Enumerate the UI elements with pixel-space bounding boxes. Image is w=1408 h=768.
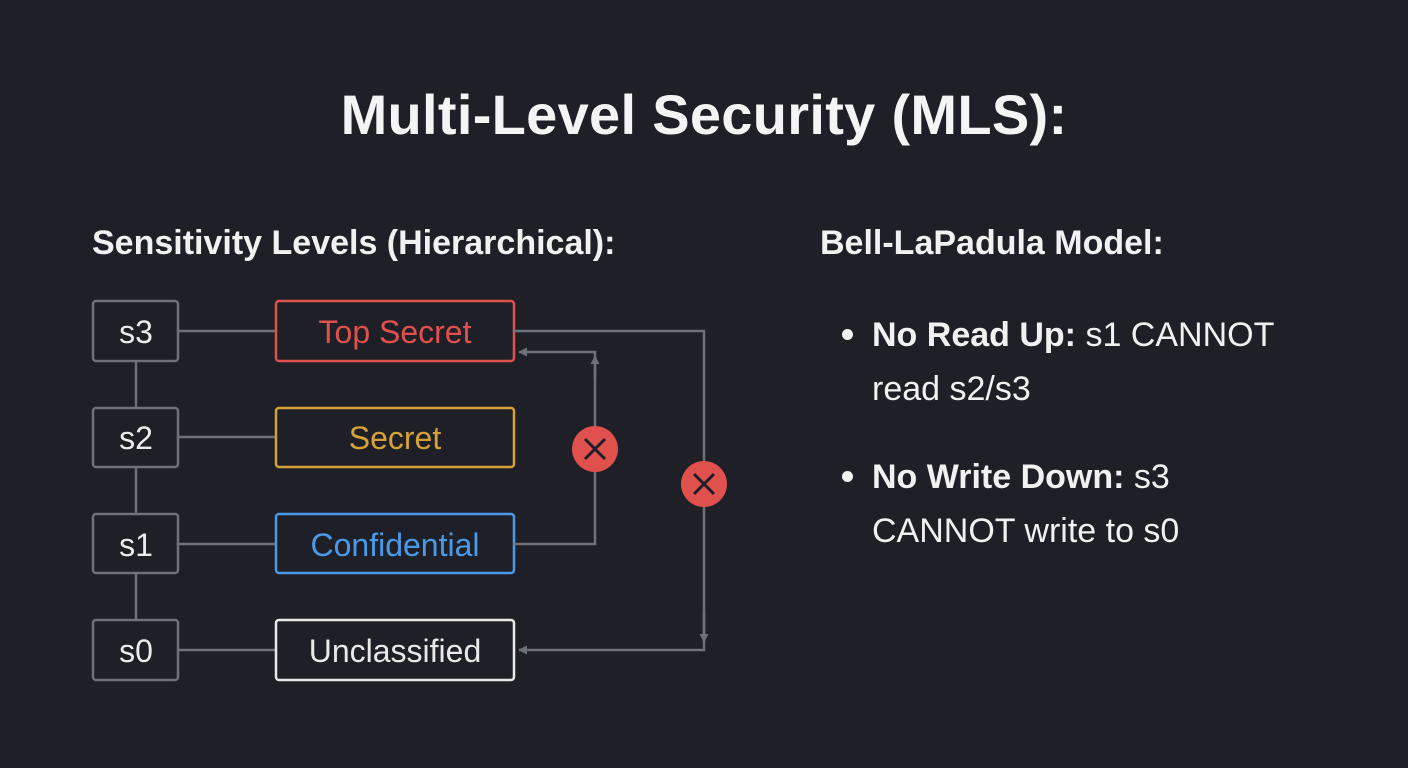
level-code: s0	[119, 633, 153, 669]
sensitivity-levels-heading: Sensitivity Levels (Hierarchical):	[92, 224, 616, 262]
level-code-box	[91, 618, 180, 682]
write-down-arrow	[514, 329, 706, 655]
rule-text: s1 CANNOT read s2/s3	[872, 316, 1274, 408]
bell-lapadula-heading: Bell-LaPadula Model:	[820, 224, 1164, 262]
rule-name: No Write Down:	[872, 458, 1125, 496]
x-circle-icon	[681, 461, 727, 507]
bullet-icon	[842, 471, 853, 482]
level-label: Confidential	[311, 527, 480, 563]
level-label-box	[274, 406, 516, 469]
level-row-s2: s2 Secret	[91, 406, 516, 469]
level-code: s1	[119, 527, 153, 563]
level-code-box	[91, 299, 180, 363]
level-code: s3	[119, 314, 153, 350]
bullet-icon	[842, 329, 853, 340]
level-code-box	[91, 512, 180, 575]
bell-lapadula-rules: No Read Up: s1 CANNOT read s2/s3 No Writ…	[838, 308, 1318, 592]
level-label: Unclassified	[309, 633, 482, 669]
rule-no-read-up: No Read Up: s1 CANNOT read s2/s3	[838, 308, 1318, 416]
page-title: Multi-Level Security (MLS):	[340, 83, 1068, 146]
level-row-s1: s1 Confidential	[91, 512, 516, 575]
rule-text: s3 CANNOT write to s0	[872, 458, 1180, 550]
level-label: Secret	[349, 420, 442, 456]
level-label: Top Secret	[319, 314, 472, 350]
level-code: s2	[119, 420, 153, 456]
rule-name: No Read Up:	[872, 316, 1076, 354]
level-row-s3: s3 Top Secret	[91, 299, 516, 363]
rule-no-write-down: No Write Down: s3 CANNOT write to s0	[838, 450, 1318, 558]
level-connectors	[178, 329, 276, 652]
level-label-box	[274, 618, 516, 682]
level-code-box	[91, 406, 180, 469]
x-circle-icon	[572, 426, 618, 472]
level-row-s0: s0 Unclassified	[91, 618, 516, 682]
